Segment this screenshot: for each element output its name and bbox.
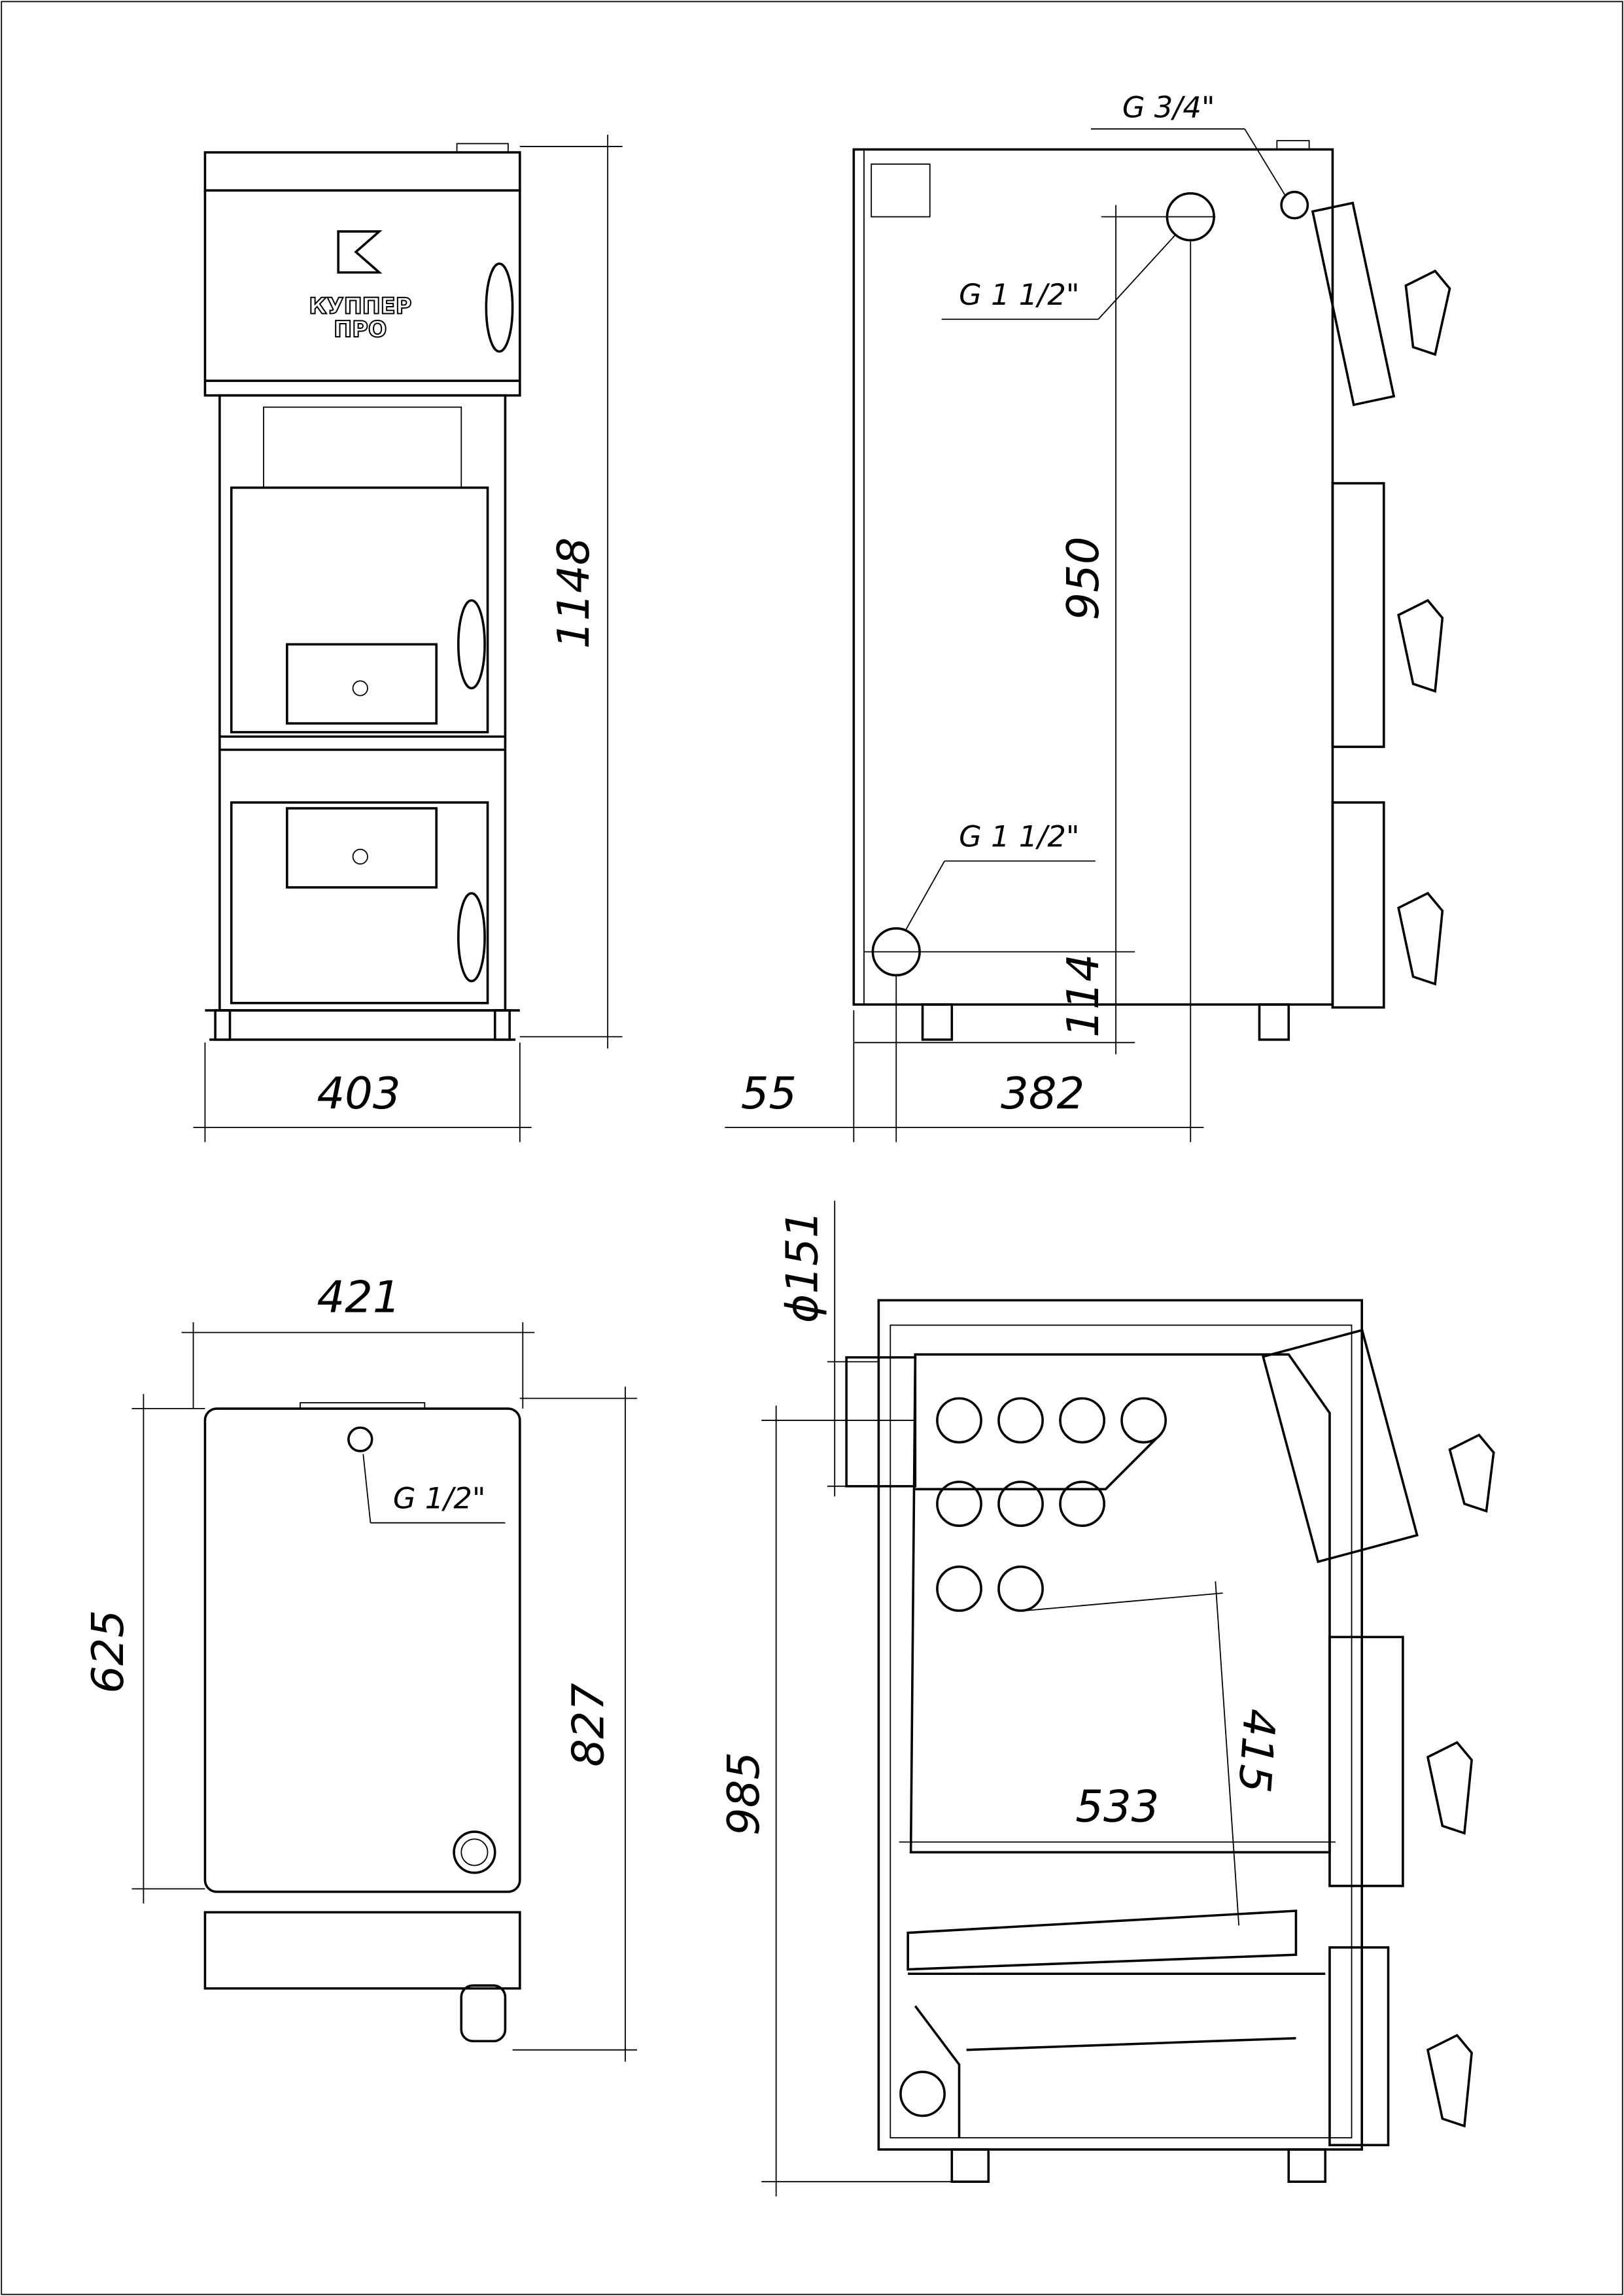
thermometer bbox=[453, 1830, 496, 1874]
flue-outlet bbox=[845, 1356, 917, 1488]
handle-icon bbox=[1426, 1741, 1474, 1835]
ash-pan bbox=[966, 2036, 1296, 2051]
svg-text:ϕ151: ϕ151 bbox=[776, 1210, 827, 1323]
handle-icon bbox=[1397, 891, 1444, 986]
upper-door-side bbox=[1311, 201, 1396, 407]
svg-text:114: 114 bbox=[1058, 954, 1109, 1038]
handle-icon bbox=[1404, 269, 1451, 356]
heat-exchanger bbox=[909, 1353, 1331, 1854]
svg-text:382: 382 bbox=[1001, 1068, 1084, 1119]
svg-text:950: 950 bbox=[1058, 536, 1109, 620]
handle-icon bbox=[1426, 2034, 1474, 2128]
svg-text:985: 985 bbox=[718, 1752, 769, 1836]
damper-knob-icon bbox=[352, 680, 368, 696]
top-fitting bbox=[1280, 190, 1309, 220]
side-view: G 3/4" G 1 1/2" G 1 1/2" 950 114 55 382 bbox=[725, 90, 1451, 1142]
svg-text:G 1/2": G 1/2" bbox=[393, 1481, 486, 1515]
svg-text:415: 415 bbox=[1228, 1707, 1285, 1794]
handle-icon bbox=[460, 1984, 507, 2043]
loading-door bbox=[230, 486, 489, 734]
grate bbox=[907, 1910, 1298, 1971]
return-pipe bbox=[899, 2070, 946, 2117]
ash-door-section bbox=[1328, 1946, 1390, 2147]
ash-door bbox=[230, 801, 489, 1004]
top-fitting bbox=[347, 1426, 373, 1452]
air-damper-lower bbox=[286, 807, 438, 889]
section-view: ϕ151 985 533 415 bbox=[718, 1201, 1495, 2197]
svg-text:421: 421 bbox=[317, 1271, 400, 1322]
handle-icon bbox=[1448, 1433, 1495, 1513]
top-view: G 1/2" 421 625 827 bbox=[82, 1271, 637, 2062]
svg-text:ПРО: ПРО bbox=[334, 317, 387, 342]
handle-icon bbox=[457, 892, 486, 983]
loading-door-side bbox=[1331, 482, 1385, 748]
handle-icon bbox=[457, 599, 486, 690]
svg-text:G 3/4": G 3/4" bbox=[1122, 90, 1215, 124]
svg-text:533: 533 bbox=[1075, 1781, 1159, 1832]
air-damper-upper bbox=[286, 643, 438, 725]
dim-line-415 bbox=[1215, 1581, 1240, 1926]
brand-logo: КУППЕР ПРО bbox=[308, 230, 412, 343]
svg-text:1148: 1148 bbox=[548, 537, 599, 649]
upper-door-section bbox=[1262, 1328, 1419, 1564]
fire-tubes bbox=[936, 1397, 1167, 1612]
svg-text:827: 827 bbox=[562, 1683, 613, 1766]
handle-icon bbox=[1397, 598, 1444, 693]
handle-icon bbox=[485, 262, 514, 353]
svg-text:403: 403 bbox=[317, 1068, 400, 1119]
ash-door-side bbox=[1331, 801, 1385, 1009]
loading-door-section bbox=[1328, 1636, 1404, 1887]
svg-text:625: 625 bbox=[82, 1610, 133, 1694]
svg-text:55: 55 bbox=[741, 1068, 797, 1119]
svg-text:G 1 1/2": G 1 1/2" bbox=[959, 277, 1079, 312]
front-door-plan bbox=[203, 1911, 521, 1990]
svg-text:КУППЕР: КУППЕР bbox=[309, 293, 411, 318]
svg-text:G 1 1/2": G 1 1/2" bbox=[959, 819, 1079, 853]
front-view: КУППЕР ПРО 1148 403 bbox=[193, 135, 623, 1142]
